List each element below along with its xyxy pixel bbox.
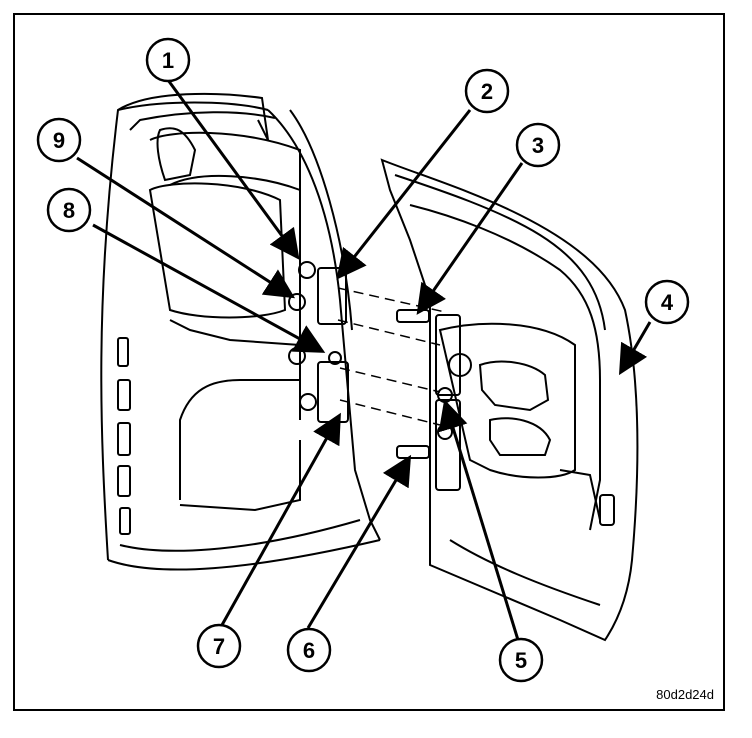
- svg-text:4: 4: [661, 290, 674, 315]
- svg-text:7: 7: [213, 634, 225, 659]
- callout-7: 7: [196, 623, 242, 669]
- cab-body: [100, 92, 381, 571]
- svg-text:3: 3: [532, 133, 544, 158]
- svg-text:9: 9: [53, 128, 65, 153]
- svg-text:5: 5: [515, 648, 527, 673]
- callout-8: 8: [46, 187, 92, 233]
- svg-text:2: 2: [481, 79, 493, 104]
- callout-5: 5: [498, 637, 544, 683]
- callout-2: 2: [464, 68, 510, 114]
- leader-lines: [76, 79, 652, 641]
- figure-code: 80d2d24d: [656, 687, 714, 702]
- alignment-lines: [337, 287, 446, 426]
- svg-text:1: 1: [162, 48, 174, 73]
- svg-text:6: 6: [303, 638, 315, 663]
- callout-3: 3: [515, 122, 561, 168]
- door-panel: [380, 158, 639, 642]
- body-hinges: [288, 261, 349, 423]
- body-vent-slots: [117, 337, 131, 535]
- callout-1: 1: [145, 37, 191, 83]
- callout-4: 4: [644, 279, 690, 325]
- svg-text:8: 8: [63, 198, 75, 223]
- callout-6: 6: [286, 627, 332, 673]
- callout-9: 9: [36, 117, 82, 163]
- hinge-studs: [396, 309, 430, 459]
- door-hinge-plates: [435, 314, 472, 491]
